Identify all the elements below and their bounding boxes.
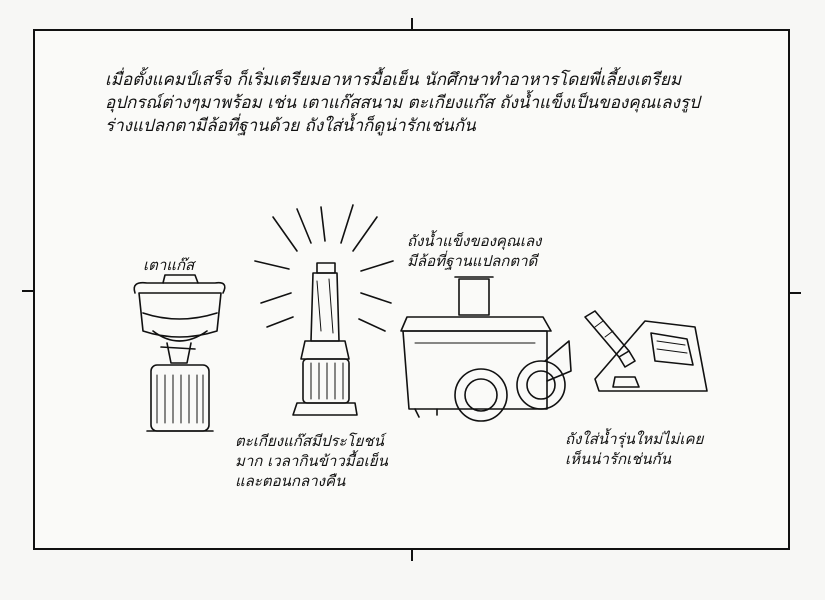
sketch-frame: เมื่อตั้งแคมป์เสร็จ ก็เริ่มเตรียมอาหารมื… xyxy=(33,29,790,550)
tick-right xyxy=(789,292,801,294)
caption-water-tank: ถังใส่น้ำรุ่นใหม่ไม่เคย เห็นน่ารักเช่นกั… xyxy=(565,429,785,469)
lantern-drawing xyxy=(254,204,394,416)
caption-water-tank-line-1: ถังใส่น้ำรุ่นใหม่ไม่เคย xyxy=(565,430,704,448)
caption-water-tank-line-2: เห็นน่ารักเช่นกัน xyxy=(565,450,671,468)
caption-lantern-line-2: มาก เวลากินข้าวมื้อเย็น xyxy=(235,452,388,470)
water-tank-drawing xyxy=(584,310,708,392)
caption-lantern: ตะเกียงแก๊สมีประโยชน์ มาก เวลากินข้าวมื้… xyxy=(235,431,455,491)
caption-lantern-line-3: และตอนกลางคืน xyxy=(235,472,346,490)
tick-left xyxy=(22,290,34,292)
cooler-drawing xyxy=(400,276,572,422)
story-paragraph: เมื่อตั้งแคมป์เสร็จ ก็เริ่มเตรียมอาหารมื… xyxy=(105,70,700,136)
tick-top xyxy=(411,18,413,30)
caption-cooler-line-2: มีล้อที่ฐานแปลกตาดี xyxy=(407,252,538,270)
sketch-drawings xyxy=(133,204,708,432)
caption-cooler: ถังน้ำแข็งของคุณเลง มีล้อที่ฐานแปลกตาดี xyxy=(407,231,627,271)
caption-cooler-line-1: ถังน้ำแข็งของคุณเลง xyxy=(407,232,542,250)
gas-stove-drawing xyxy=(133,274,226,432)
caption-lantern-line-1: ตะเกียงแก๊สมีประโยชน์ xyxy=(235,432,384,450)
tick-bottom xyxy=(411,549,413,561)
caption-stove: เตาแก๊ส xyxy=(143,256,195,274)
